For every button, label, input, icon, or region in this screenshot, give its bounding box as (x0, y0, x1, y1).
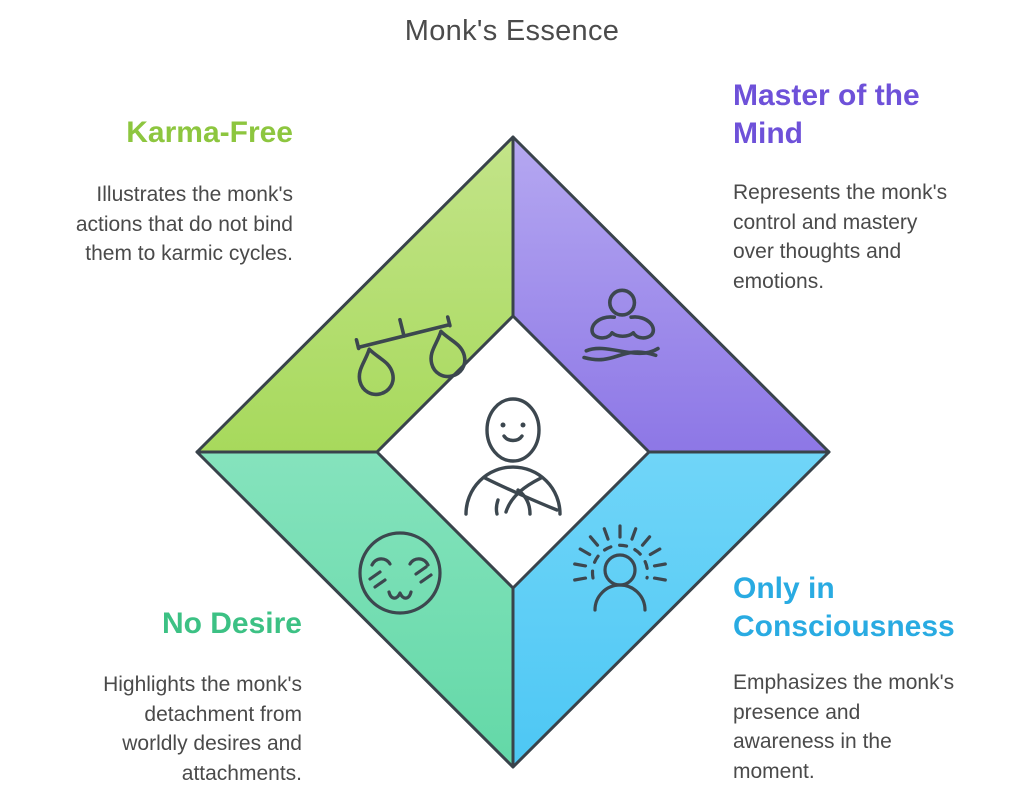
quadrant-heading-karma-free: Karma-Free (126, 116, 293, 149)
quadrant-only-in-consciousness (511, 450, 831, 769)
meditation-icon (582, 288, 660, 362)
content-face-icon (358, 531, 442, 615)
quadrant-heading-no-desire: No Desire (161, 607, 302, 640)
balance-scale-icon (354, 315, 467, 397)
monk-icon (464, 397, 562, 516)
radiant-person-icon (573, 524, 667, 612)
page-title: Monk's Essence (404, 15, 620, 47)
